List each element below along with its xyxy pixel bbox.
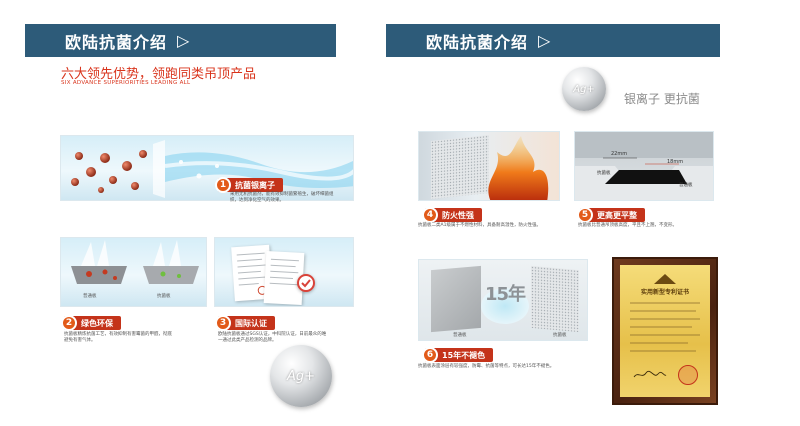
feature-6-label-normal: 普通板 (453, 333, 467, 338)
feature-1-number: 1 (215, 177, 231, 193)
feature-4-tag: 4 防火性强 (422, 207, 482, 223)
feature-5-desc: 抗菌板比普通吊顶板高度，平且不上翘，不变形。 (578, 223, 677, 228)
water-splash (481, 288, 529, 324)
feature-1-tag: 1 抗菌银离子 (215, 177, 283, 193)
feature-3-tag: 3 国际认证 (215, 315, 275, 331)
feature-6-label: 15年不褪色 (442, 350, 486, 360)
play-arrow-icon: ▷ (538, 31, 552, 50)
feature-3-label: 国际认证 (235, 318, 267, 328)
feature-5-tag: 5 更高更平整 (577, 207, 645, 223)
certificate-text-lines (630, 302, 700, 352)
feature-2-number: 2 (61, 315, 77, 331)
feature-2-tag: 2 绿色环保 (61, 315, 121, 331)
feature-6-tag: 6 15年不褪色 (422, 347, 494, 363)
feature-1-desc: 采用无机抗菌剂，能有效抑制菌繁殖生，破坏细菌组织，达到净化空气的效果。 (230, 192, 334, 203)
feature-2-label-normal: 普通板 (83, 294, 97, 299)
certificate-document-1 (231, 244, 273, 302)
feature-5-image: 22mm 18mm 抗菌板 普通板 (574, 131, 714, 201)
left-subtitle-en: SIX ADVANCE SUPERIORITIES LEADING ALL (61, 80, 191, 86)
left-banner: 欧陆抗菌介绍 ▷ (25, 24, 336, 57)
feature-3-number: 3 (215, 315, 231, 331)
check-icon (297, 274, 315, 292)
certificate-emblem-icon (652, 271, 678, 285)
patent-certificate: 实用新型专利证书 (612, 257, 718, 405)
feature-4-desc: 抗菌板二类A1级属于不燃性材料，具备耐高温性，防火性强。 (418, 223, 541, 228)
feature-5-label-antibacterial: 抗菌板 (597, 171, 611, 176)
feature-2-desc: 抗菌板精炼抗菌工艺，有效抑制有害霉菌的甲醛，彻底避免有害气体。 (64, 332, 172, 343)
silver-ion-tagline: 银离子 更抗菌 (624, 92, 700, 106)
feature-3-desc: 欧陆抗菌板通过SGS认证，中科院认证，日前最众的唯一通过此类产品检测的品牌。 (218, 332, 327, 343)
certificate-title: 实用新型专利证书 (640, 289, 689, 296)
feature-1-image (60, 135, 354, 201)
board-comparison-illustration (71, 240, 199, 284)
feature-3-image (214, 237, 354, 307)
feature-6-number: 6 (422, 347, 438, 363)
feature-2-image: 普通板 抗菌板 (60, 237, 207, 307)
feature-2-label-antibacterial: 抗菌板 (157, 294, 171, 299)
bacteria-filter-illustration (71, 140, 353, 198)
fire-icon (488, 136, 549, 200)
silver-ion-ball-small: Ag+ (562, 67, 606, 111)
silver-ion-ball: Ag+ (270, 345, 332, 407)
feature-4-number: 4 (422, 207, 438, 223)
antibacterial-panel (531, 265, 579, 333)
certificate-inner: 实用新型专利证书 (620, 265, 710, 397)
feature-4-label: 防火性强 (442, 210, 474, 220)
panel-profile-illustration (575, 132, 713, 200)
right-banner: 欧陆抗菌介绍 ▷ (386, 24, 720, 57)
feature-5-label-22mm: 22mm (611, 151, 628, 157)
fifteen-years-label: 15年 (485, 284, 526, 305)
play-arrow-icon: ▷ (177, 31, 191, 50)
feature-6-desc: 抗菌板表面涂层有较强度，防霉、抗菌等特点，可长达15年不褪色。 (418, 364, 555, 369)
right-banner-title: 欧陆抗菌介绍 (426, 32, 529, 52)
left-subtitle: 六大领先优势，领跑同类吊顶产品 (61, 67, 257, 82)
feature-6-label-antibacterial: 抗菌板 (553, 333, 567, 338)
feature-5-label-normal: 普通板 (679, 183, 693, 188)
certificate-document-2 (263, 251, 305, 305)
normal-panel (431, 265, 481, 333)
feature-1-label: 抗菌银离子 (235, 180, 275, 190)
feature-2-label: 绿色环保 (81, 318, 113, 328)
feature-5-number: 5 (577, 207, 593, 223)
feature-5-label-18mm: 18mm (667, 159, 684, 165)
certificate-seal (678, 365, 698, 385)
feature-5-label: 更高更平整 (597, 210, 637, 220)
certificate-signature (633, 370, 667, 378)
feature-6-image: 15年 普通板 抗菌板 (418, 259, 588, 341)
feature-4-image (418, 131, 560, 201)
left-banner-title: 欧陆抗菌介绍 (65, 32, 168, 52)
